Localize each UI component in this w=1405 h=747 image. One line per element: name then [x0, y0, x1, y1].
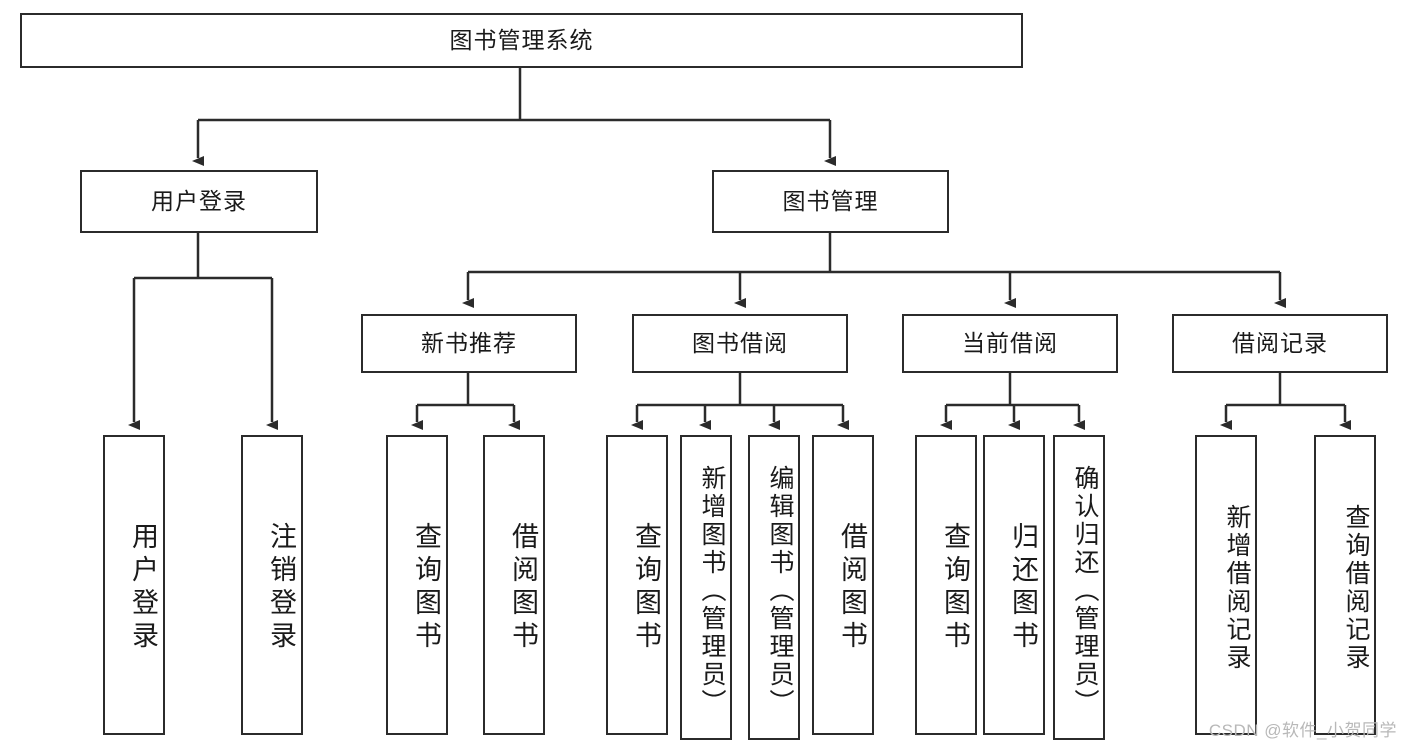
node-user-login[interactable]: 用户登录 [80, 170, 318, 233]
node-root-system[interactable]: 图书管理系统 [20, 13, 1023, 68]
node-book-borrow[interactable]: 图书借阅 [632, 314, 848, 373]
leaf-borrow-borrow-book[interactable]: 借阅图书 [812, 435, 874, 735]
node-current-borrow[interactable]: 当前借阅 [902, 314, 1118, 373]
leaf-borrow-query-book[interactable]: 查询图书 [606, 435, 668, 735]
leaf-recommend-borrow-book[interactable]: 借阅图书 [483, 435, 545, 735]
leaf-records-query-record[interactable]: 查询借阅记录 [1314, 435, 1376, 735]
node-borrow-records[interactable]: 借阅记录 [1172, 314, 1388, 373]
leaf-recommend-query-book[interactable]: 查询图书 [386, 435, 448, 735]
leaf-user-login-logout[interactable]: 注销登录 [241, 435, 303, 735]
watermark-text: CSDN @软件_小贺同学 [1208, 721, 1397, 740]
node-book-management[interactable]: 图书管理 [712, 170, 949, 233]
leaf-current-query-book[interactable]: 查询图书 [915, 435, 977, 735]
leaf-current-return-book[interactable]: 归还图书 [983, 435, 1045, 735]
leaf-borrow-edit-book-admin[interactable]: 编辑图书（管理员） [748, 435, 800, 740]
node-new-book-recommend[interactable]: 新书推荐 [361, 314, 577, 373]
leaf-borrow-add-book-admin[interactable]: 新增图书（管理员） [680, 435, 732, 740]
leaf-records-add-record[interactable]: 新增借阅记录 [1195, 435, 1257, 735]
leaf-current-confirm-return-admin[interactable]: 确认归还（管理员） [1053, 435, 1105, 740]
leaf-user-login-signin[interactable]: 用户登录 [103, 435, 165, 735]
